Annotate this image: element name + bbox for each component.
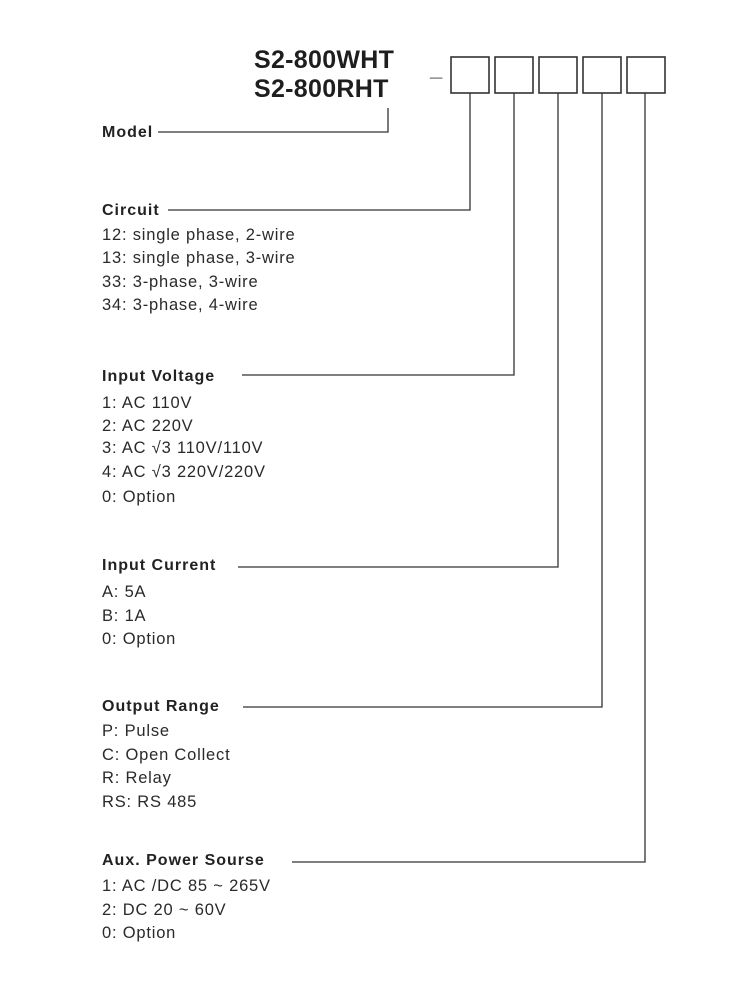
voltage-option-1: 1: AC 110V <box>102 394 193 412</box>
code-box-3 <box>538 56 578 94</box>
output-range-connector <box>243 93 603 708</box>
current-option-0: 0: Option <box>102 630 177 648</box>
heading-model: Model <box>102 124 158 142</box>
circuit-option-12: 12: single phase, 2-wire <box>102 226 296 244</box>
aux-power-connector <box>292 93 646 863</box>
voltage-option-3: 3: AC √3 110V/110V <box>102 439 264 457</box>
circuit-option-13: 13: single phase, 3-wire <box>102 249 296 267</box>
code-separator: _ <box>430 56 443 81</box>
circuit-option-34: 34: 3-phase, 4-wire <box>102 296 259 314</box>
current-option-b: B: 1A <box>102 607 147 625</box>
heading-output-range: Output Range <box>102 698 224 716</box>
current-option-a: A: 5A <box>102 583 147 601</box>
voltage-option-2: 2: AC 220V <box>102 417 194 435</box>
code-box-2 <box>494 56 534 94</box>
input-current-connector <box>238 93 559 568</box>
aux-option-0: 0: Option <box>102 924 177 942</box>
aux-option-1: 1: AC /DC 85 ~ 265V <box>102 877 271 895</box>
code-box-4 <box>582 56 622 94</box>
heading-aux-power: Aux. Power Sourse <box>102 852 269 870</box>
heading-input-current: Input Current <box>102 557 221 575</box>
heading-input-voltage: Input Voltage <box>102 368 220 386</box>
voltage-option-0: 0: Option <box>102 488 177 506</box>
input-voltage-connector <box>242 93 515 376</box>
circuit-connector <box>168 93 471 211</box>
output-option-r: R: Relay <box>102 769 172 787</box>
code-box-1 <box>450 56 490 94</box>
model-code-rht: S2-800RHT <box>254 75 389 103</box>
code-box-5 <box>626 56 666 94</box>
circuit-option-33: 33: 3-phase, 3-wire <box>102 273 259 291</box>
heading-circuit: Circuit <box>102 202 164 220</box>
aux-option-2: 2: DC 20 ~ 60V <box>102 901 227 919</box>
output-option-p: P: Pulse <box>102 722 170 740</box>
output-option-rs: RS: RS 485 <box>102 793 198 811</box>
model-connector <box>158 108 389 133</box>
voltage-option-4: 4: AC √3 220V/220V <box>102 463 266 481</box>
model-code-wht: S2-800WHT <box>254 46 395 74</box>
output-option-c: C: Open Collect <box>102 746 231 764</box>
